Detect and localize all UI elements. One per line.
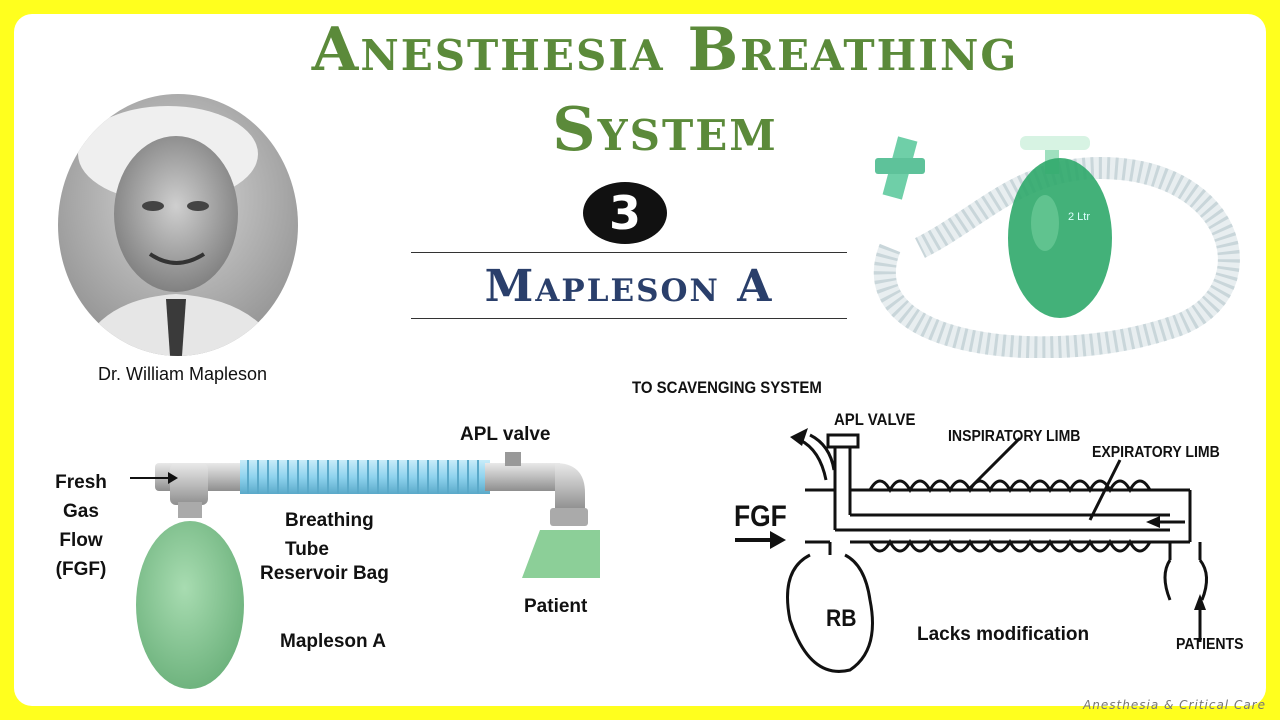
label-tube: Tube: [285, 539, 329, 560]
label-inspiratory-limb: INSPIRATORY LIMB: [948, 428, 1081, 445]
label-gas: Gas: [63, 501, 99, 522]
label-mapleson-a: Mapleson A: [280, 631, 386, 652]
bottom-rule: [411, 318, 847, 319]
label-flow: Flow: [59, 530, 103, 551]
top-rule: [411, 252, 847, 253]
product-photo: 2 Ltr: [873, 136, 1240, 358]
label-patient: Patient: [524, 596, 588, 617]
note-lacks-modification: Lacks modification: [917, 624, 1090, 645]
portrait-photo: [58, 94, 298, 356]
label-to-scavenging: TO SCAVENGING SYSTEM: [632, 378, 822, 397]
title-line-2: System: [552, 95, 778, 165]
watermark: Anesthesia & Critical Care: [1083, 698, 1266, 712]
portrait-caption: Dr. William Mapleson: [98, 364, 268, 384]
part-number-badge: 3: [583, 182, 667, 244]
label-rb: RB: [826, 605, 857, 632]
label-breathing: Breathing: [285, 510, 374, 531]
label-fgf-schematic: FGF: [734, 500, 787, 533]
mapleson-a-schematic: [735, 428, 1208, 673]
label-patients: PATIENTS: [1176, 636, 1244, 653]
label-fresh: Fresh: [55, 472, 107, 493]
label-apl-valve: APL valve: [460, 424, 551, 445]
bag-size-label: 2 Ltr: [1068, 211, 1090, 223]
label-expiratory-limb: EXPIRATORY LIMB: [1092, 444, 1220, 461]
label-apl-valve-schematic: APL VALVE: [834, 410, 916, 429]
label-reservoir-bag: Reservoir Bag: [260, 563, 389, 584]
label-fgf: (FGF): [55, 559, 107, 580]
title-line-1: Anesthesia Breathing: [311, 15, 1019, 85]
mapleson-a-illustration: [130, 452, 600, 689]
subtitle: Mapleson A: [484, 261, 774, 312]
